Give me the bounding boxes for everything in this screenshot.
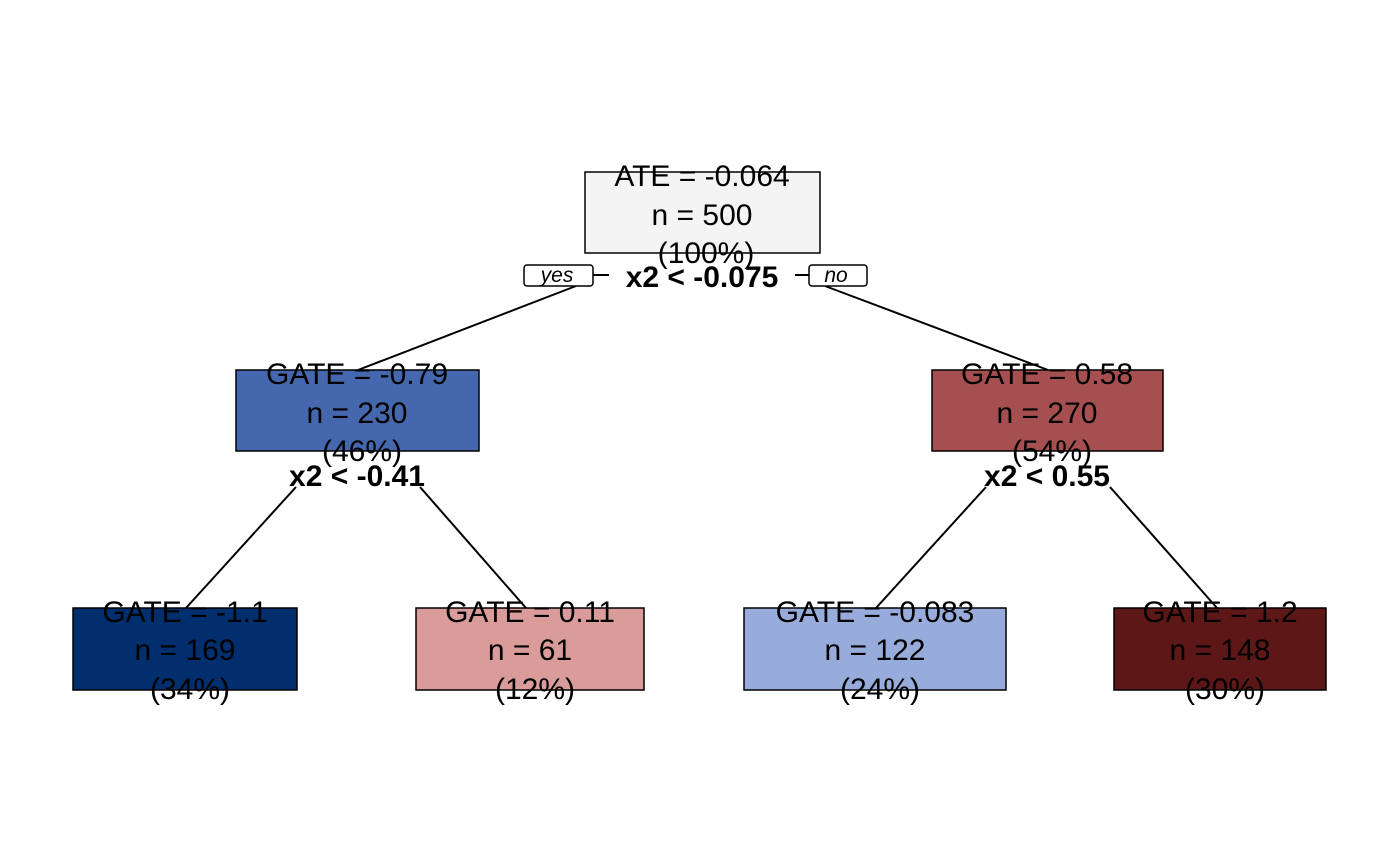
split-rule-right: x2 < 0.55 (984, 460, 1110, 493)
edge-right-to-right-right (1109, 486, 1218, 609)
branch-label-no: no (808, 264, 868, 287)
tree-node-right: GATE = 0.58 n = 270 (54%) (931, 358, 1164, 468)
branch-label-box (523, 264, 594, 287)
tree-node-root: ATE = -0.064 n = 500 (100%) (584, 160, 821, 270)
node-stat-label: GATE = -1.1 (102, 596, 267, 629)
node-stat-label: GATE = 1.2 (1142, 596, 1297, 629)
node-box (415, 607, 645, 691)
node-stat-label: GATE = -0.79 (266, 358, 448, 391)
tree-leaf-right-left: GATE = -0.083 n = 122 (24%) (743, 596, 1007, 706)
node-box (931, 369, 1164, 452)
node-percent-label: (54%) (1012, 435, 1092, 468)
node-count-label: n = 122 (825, 634, 926, 667)
node-count-label: n = 148 (1170, 634, 1271, 667)
edge-left-to-left-right (419, 486, 527, 609)
node-count-label: n = 230 (307, 397, 408, 430)
node-percent-label: (24%) (840, 673, 920, 706)
branch-label-yes: yes (523, 264, 594, 287)
node-stat-label: GATE = 0.11 (445, 596, 615, 629)
split-rule-root: x2 < -0.075 (626, 261, 779, 294)
node-stat-label: GATE = -0.083 (776, 596, 975, 629)
node-box (584, 171, 821, 254)
edge-right-to-right-left (875, 486, 987, 609)
tree-leaf-left-left: GATE = -1.1 n = 169 (34%) (72, 596, 298, 706)
node-stat-label: ATE = -0.064 (614, 160, 789, 193)
tree-node-left: GATE = -0.79 n = 230 (46%) (235, 358, 480, 468)
node-count-label: n = 500 (652, 199, 753, 232)
node-box (1113, 607, 1327, 691)
node-box (743, 607, 1007, 691)
node-count-label: n = 61 (488, 634, 572, 667)
edge-root-to-left (357, 285, 577, 371)
branch-label-text: yes (539, 264, 574, 287)
node-percent-label: (100%) (658, 237, 755, 270)
tree-edges (185, 274, 1218, 609)
node-box (235, 369, 480, 452)
edge-left-to-left-left (185, 486, 297, 609)
node-percent-label: (34%) (150, 673, 230, 706)
node-box (72, 607, 298, 691)
node-stat-label: GATE = 0.58 (961, 358, 1133, 391)
node-count-label: n = 270 (997, 397, 1098, 430)
branch-label-text: no (824, 264, 848, 287)
node-count-label: n = 169 (135, 634, 236, 667)
node-percent-label: (46%) (322, 435, 402, 468)
node-percent-label: (12%) (495, 673, 575, 706)
split-rule-left: x2 < -0.41 (289, 460, 425, 493)
tree-leaf-right-right: GATE = 1.2 n = 148 (30%) (1113, 596, 1327, 706)
edge-root-to-right (824, 285, 1049, 371)
node-percent-label: (30%) (1185, 673, 1265, 706)
tree-leaf-left-right: GATE = 0.11 n = 61 (12%) (415, 596, 645, 706)
branch-label-box (808, 264, 868, 287)
